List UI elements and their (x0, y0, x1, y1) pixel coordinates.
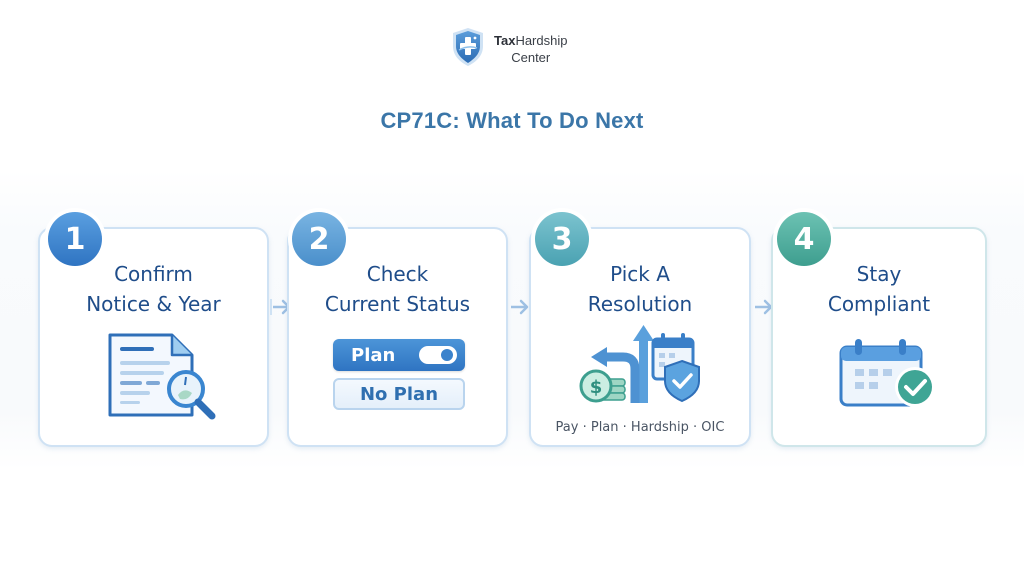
step-number: 1 (64, 221, 86, 257)
step-heading: Confirm Notice & Year (40, 259, 267, 319)
brand-name: TaxHardship Center (494, 32, 567, 66)
step-number-badge-3: 3 (535, 212, 589, 266)
no-plan-label: No Plan (359, 383, 439, 405)
page-title: CP71C: What To Do Next (380, 108, 644, 133)
plan-toggle-button[interactable]: Plan (333, 339, 465, 371)
step-heading: Check Current Status (289, 259, 506, 319)
no-plan-button[interactable]: No Plan (333, 378, 465, 410)
step-heading-line1: Check (366, 262, 429, 286)
step-number: 3 (551, 221, 573, 257)
step-heading: Pick A Resolution (531, 259, 749, 319)
step-heading-line2: Current Status (324, 292, 471, 316)
step-heading-line2: Compliant (827, 292, 931, 316)
step-heading-line1: Stay (856, 262, 902, 286)
step-heading-line1: Pick A (610, 262, 670, 286)
resolution-paths-icon: $ (575, 323, 715, 413)
step-number: 4 (793, 221, 815, 257)
step-heading-line1: Confirm (114, 262, 193, 286)
arrow-right-icon (511, 299, 529, 315)
brand-name-bold: Tax (494, 33, 516, 48)
calendar-check-icon (837, 337, 941, 417)
brand-name-regular: Hardship (515, 33, 568, 48)
toggle-switch-icon (419, 346, 457, 364)
document-magnifier-icon (106, 333, 224, 425)
step-number: 2 (308, 221, 330, 257)
brand-name-line2: Center (511, 50, 551, 65)
step-heading: Stay Compliant (773, 259, 985, 319)
step-heading-line2: Notice & Year (86, 292, 221, 316)
step-number-badge-2: 2 (292, 212, 346, 266)
resolution-options: Pay · Plan · Hardship · OIC (555, 420, 725, 435)
plan-toggle-label: Plan (351, 344, 396, 366)
step-heading-line2: Resolution (587, 292, 693, 316)
brand-logo: TaxHardship Center (450, 26, 567, 72)
svg-text:$: $ (590, 377, 603, 398)
step-number-badge-4: 4 (777, 212, 831, 266)
step-number-badge-1: 1 (48, 212, 102, 266)
shield-cross-icon (450, 26, 486, 72)
